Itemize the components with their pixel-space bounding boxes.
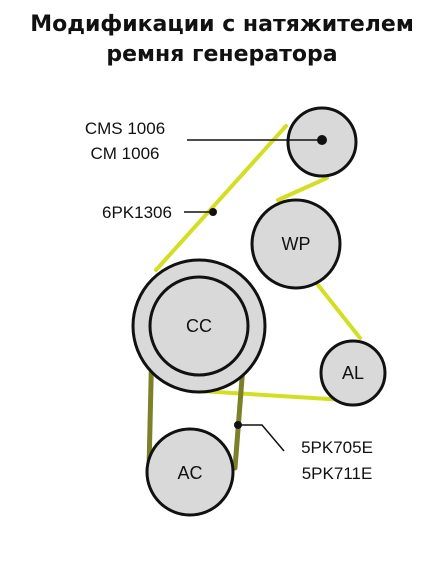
ac-label: AC	[177, 463, 202, 483]
main-belt-segment-cc-to-tensioner	[154, 124, 288, 272]
al-label: AL	[342, 363, 364, 383]
main-belt	[154, 124, 362, 402]
tensioner-part-2: CM 1006	[91, 144, 160, 163]
tensioner-pulley	[286, 106, 358, 178]
al-pulley-circle	[319, 339, 387, 407]
title-line-2: ремня генератора	[106, 42, 338, 67]
cc-label: CC	[186, 316, 212, 336]
main-belt-segment-tensioner-to-wp	[276, 176, 329, 202]
main-belt-segment-wp-to-al	[316, 283, 362, 340]
main-belt-part: 6PK1306	[102, 203, 172, 222]
cc-pulley: CC	[131, 258, 267, 394]
title-line-1: Модификации с натяжителем	[30, 12, 414, 37]
wp-label: WP	[282, 234, 311, 254]
cc-inner-circle	[148, 275, 250, 377]
ac-belt-leader-dot	[234, 421, 242, 429]
ac-pulley: AC	[145, 427, 235, 517]
wp-pulley-circle	[250, 198, 342, 290]
tensioner-callout: CMS 1006 CM 1006	[85, 119, 321, 163]
main-belt-segment-al-to-cc	[198, 389, 347, 402]
ac-belt-callout: 5PK705E 5PK711E	[234, 421, 373, 483]
tensioner-part-1: CMS 1006	[85, 119, 165, 138]
diagram-title: Модификации с натяжителем ремня генерато…	[0, 10, 444, 70]
ac-belt-part-2: 5PK711E	[302, 464, 373, 483]
ac-belt-part-1: 5PK705E	[301, 438, 373, 457]
ac-belt-leader-line	[238, 424, 285, 452]
wp-pulley: WP	[250, 198, 342, 290]
main-belt-callout: 6PK1306	[102, 203, 217, 222]
al-pulley: AL	[319, 339, 387, 407]
ac-pulley-circle	[145, 427, 235, 517]
tensioner-center-dot	[317, 135, 327, 145]
main-belt-leader-dot	[209, 208, 217, 216]
